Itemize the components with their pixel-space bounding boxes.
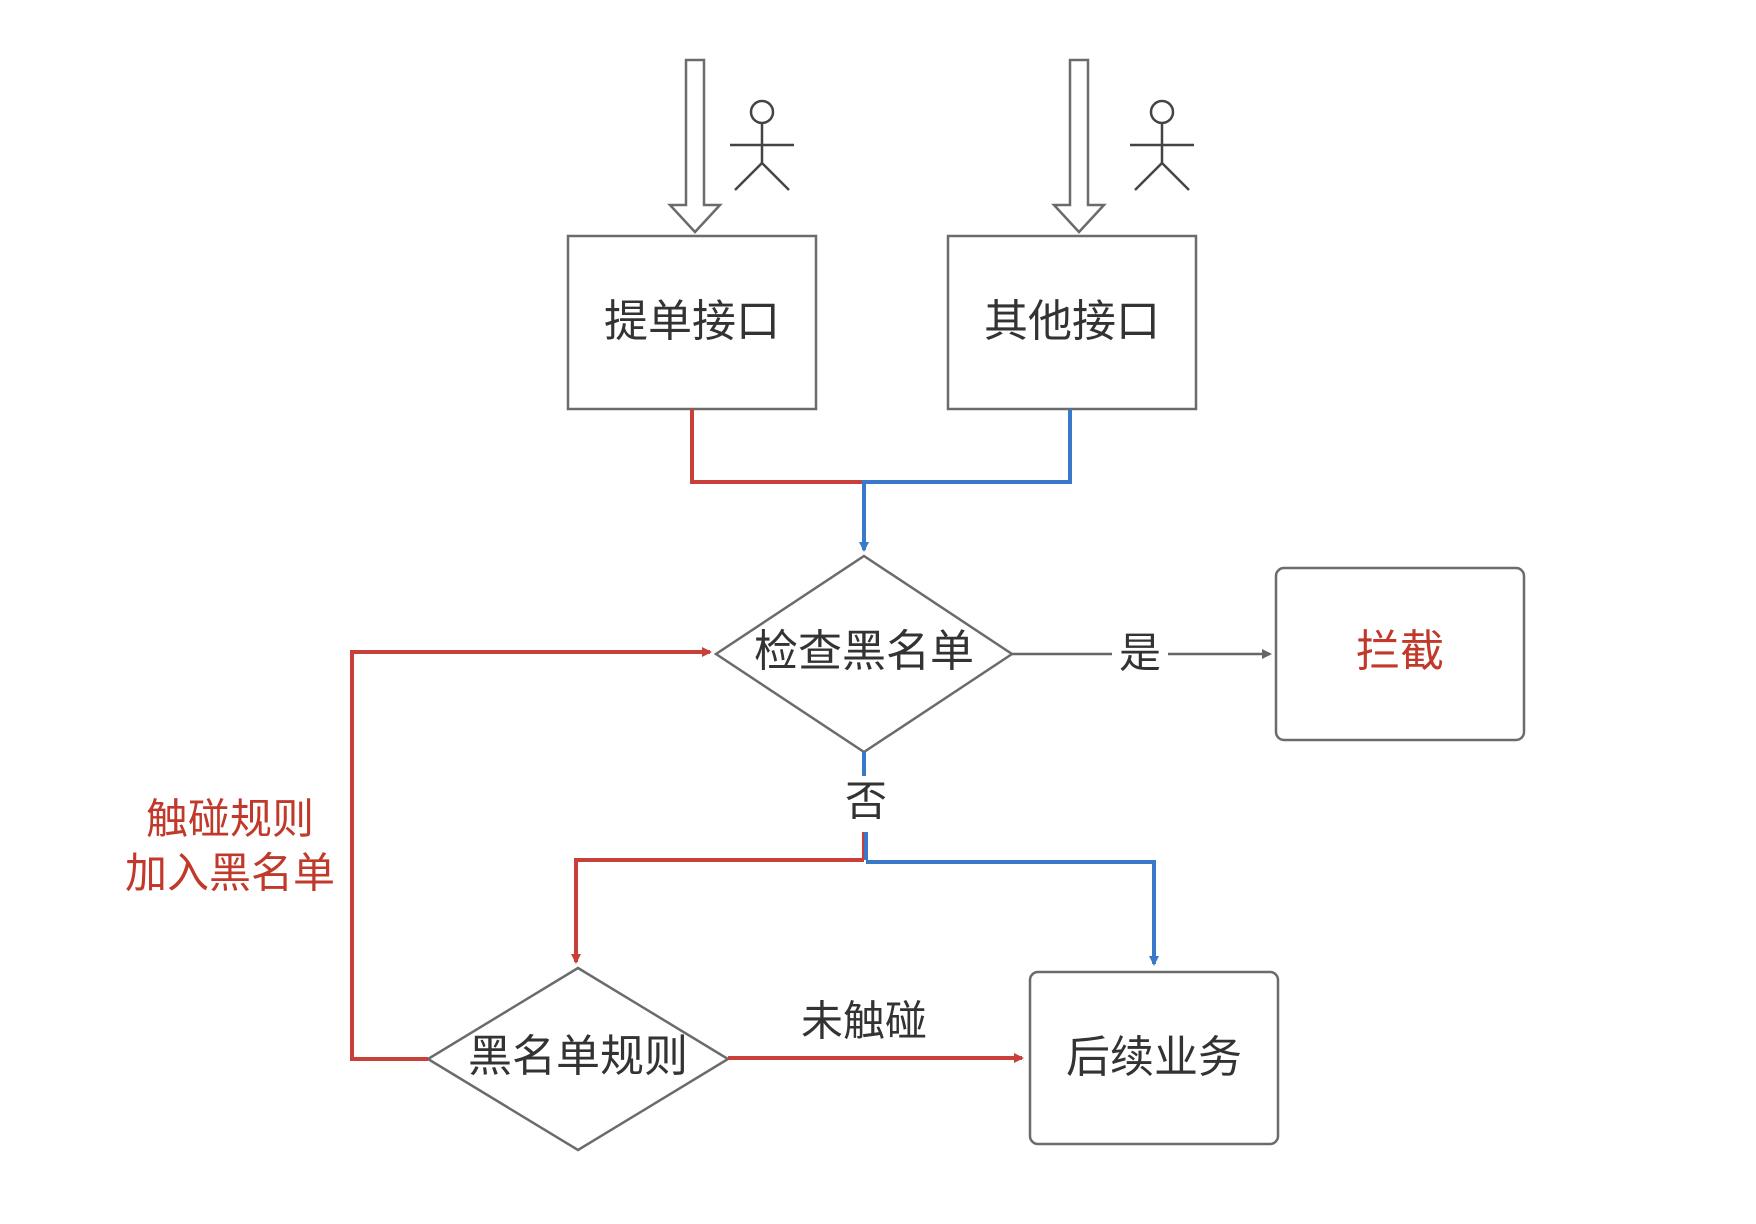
triggered-label-line1: 触碰规则 (146, 795, 314, 844)
triggered-loop-line (350, 647, 712, 1061)
intercept-label: 拦截 (1356, 626, 1444, 677)
other-to-check-line (859, 409, 1072, 552)
input-arrow-left (667, 58, 723, 234)
order-api-label: 提单接口 (604, 296, 780, 347)
blacklist-rule-label: 黑名单规则 (468, 1031, 688, 1082)
order-api-box (566, 234, 818, 411)
follow-up-box (1028, 970, 1280, 1146)
input-arrow-right (1051, 58, 1107, 234)
actor-icon (730, 99, 794, 191)
no-label: 否 (845, 777, 887, 826)
actor-icon (1130, 99, 1194, 191)
follow-up-label: 后续业务 (1066, 1032, 1242, 1083)
no-to-rule-line (571, 858, 864, 964)
check-blacklist-label: 检查黑名单 (754, 626, 974, 677)
intercept-box (1274, 566, 1526, 742)
blacklist-rule-diamond (425, 966, 731, 1152)
yes-label: 是 (1119, 629, 1161, 678)
no-to-followup-line (866, 860, 1159, 966)
not-triggered-label: 未触碰 (801, 997, 927, 1046)
order-to-check-line (690, 409, 864, 484)
triggered-label-line2: 加入黑名单 (125, 849, 335, 898)
other-api-label: 其他接口 (984, 296, 1160, 347)
